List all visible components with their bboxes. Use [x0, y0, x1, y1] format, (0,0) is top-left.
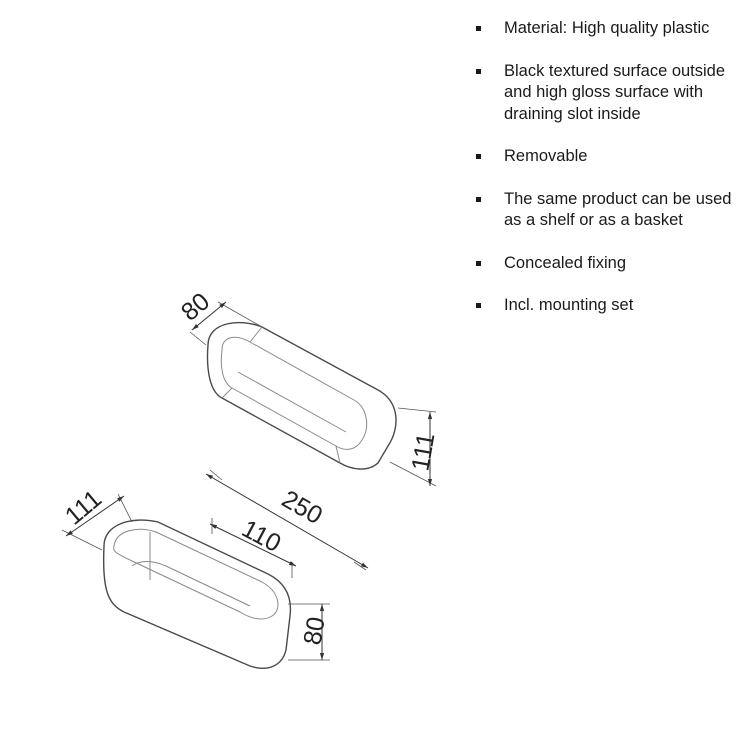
dim-shelf-height: 111: [389, 407, 441, 487]
bullet-icon: [476, 26, 481, 31]
dim-label-shelf-depth: 80: [176, 287, 215, 326]
dim-label-overall-length: 250: [277, 485, 327, 530]
bullet-icon: [476, 154, 481, 159]
bullet-icon: [476, 303, 481, 308]
feature-text: Incl. mounting set: [504, 296, 634, 314]
dim-label-inner-length: 110: [237, 515, 285, 558]
feature-list: Material: High quality plastic Black tex…: [474, 18, 736, 338]
dim-label-basket-height: 111: [60, 485, 107, 531]
feature-text: Concealed fixing: [504, 253, 626, 272]
basket-drawing: [102, 519, 292, 669]
feature-item: Concealed fixing: [474, 253, 736, 275]
feature-text: Black textured surface outside and high …: [504, 61, 726, 123]
feature-item: The same product can be used as a shelf …: [474, 189, 736, 232]
feature-text: Removable: [504, 147, 588, 165]
feature-item: Removable: [474, 146, 736, 168]
dim-label-basket-depth: 80: [298, 615, 330, 647]
feature-item: Incl. mounting set: [474, 295, 736, 317]
bullet-icon: [476, 196, 481, 202]
bullet-icon: [476, 260, 481, 266]
bullet-icon: [476, 68, 481, 74]
dim-label-shelf-height: 111: [406, 431, 440, 473]
feature-text: Material: High quality plastic: [504, 19, 710, 37]
dim-basket-depth: 80: [288, 603, 331, 661]
dim-overall-length: 250: [205, 469, 369, 571]
feature-item: Black textured surface outside and high …: [474, 61, 736, 126]
feature-text: The same product can be used as a shelf …: [504, 189, 732, 230]
feature-item: Material: High quality plastic: [474, 18, 736, 40]
shelf-drawing: [206, 321, 397, 470]
